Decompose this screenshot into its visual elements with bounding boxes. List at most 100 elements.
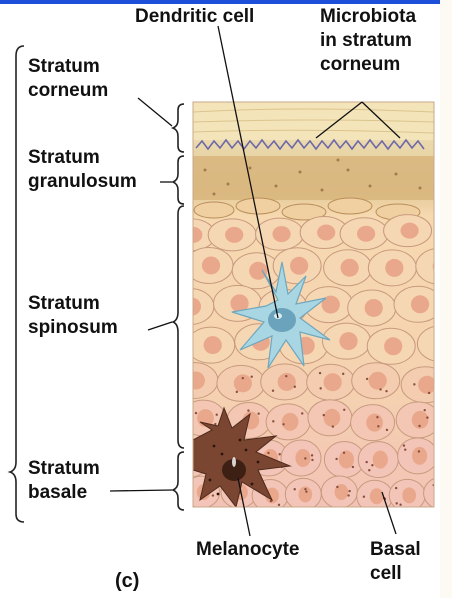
melanin-granule (304, 488, 306, 490)
cell-nucleus (295, 449, 310, 467)
cell-nucleus (341, 259, 359, 277)
label-microbiota: Microbiota in stratum corneum (320, 6, 421, 75)
melanin-granule (278, 504, 280, 506)
melanin-granule (216, 414, 218, 416)
melanin-granule (272, 390, 274, 392)
melanin-granule (335, 458, 337, 460)
cell-nucleus (366, 414, 383, 432)
melanin-granule (251, 376, 253, 378)
melanin-granule (304, 457, 306, 459)
melanin-granule (376, 416, 378, 418)
melanin-granule (437, 380, 439, 382)
cell-nucleus (183, 298, 201, 316)
melanin-granule (257, 412, 259, 414)
melanin-granule (395, 487, 397, 489)
melanin-granule (385, 390, 387, 392)
cell-nucleus (402, 487, 416, 503)
cell-nucleus (272, 226, 290, 242)
melanin-granule (272, 420, 274, 422)
label-stratum-basale: Stratum basale (28, 458, 105, 503)
label-stratum-granulosum: Stratum granulosum (28, 147, 137, 192)
basale-leader (110, 490, 172, 491)
melanin-granule (403, 444, 405, 446)
melanin-granule (424, 409, 426, 411)
melanin-granule (428, 392, 430, 394)
cell-nucleus (385, 259, 403, 277)
melanin-granule (418, 450, 420, 452)
cell-nucleus (400, 223, 418, 239)
melanin-granule (188, 452, 190, 454)
corneum-leader (138, 98, 172, 126)
melanin-granule (319, 372, 321, 374)
melanin-granule (368, 469, 370, 471)
melanin-granule (190, 485, 192, 487)
melanin-granule (404, 448, 406, 450)
epidermis-bracket (10, 46, 24, 522)
melanin-granule (377, 425, 379, 427)
melanin-granule (278, 453, 280, 455)
melanin-granule (323, 414, 325, 416)
label-dendritic-cell: Dendritic cell (135, 6, 254, 27)
melanin-granule (187, 462, 189, 464)
melanin-granule (247, 409, 249, 411)
melanin-granule (386, 429, 388, 431)
melanin-granule (184, 371, 186, 373)
melanin-granule (352, 466, 354, 468)
melanin-granule (399, 504, 401, 506)
cell-nucleus (187, 372, 205, 390)
granulosum-brace (173, 156, 184, 204)
cell-nucleus (202, 256, 220, 274)
panel-letter: (c) (115, 570, 139, 592)
melanin-granule (396, 502, 398, 504)
cell-nucleus (204, 336, 222, 354)
cell-nucleus (339, 332, 357, 350)
stratum-granulosum-layer (193, 156, 434, 200)
melanin-granule (311, 459, 313, 461)
melanin-granule (212, 494, 214, 496)
melanin-granule (348, 490, 350, 492)
label-stratum-spinosum: Stratum spinosum (28, 293, 118, 338)
cell-nucleus (411, 295, 429, 313)
melanin-granule (242, 377, 244, 379)
cell-nucleus (317, 224, 335, 240)
cell-nucleus (339, 451, 354, 469)
melanin-granule (186, 374, 188, 376)
cell-nucleus (282, 413, 299, 431)
melanin-granule (365, 461, 367, 463)
tissue-block (166, 102, 452, 512)
melanin-granule (195, 412, 197, 414)
basale-brace (173, 452, 184, 510)
melanin-granule (332, 425, 334, 427)
corneum-brace (173, 104, 184, 152)
melanin-granule (267, 452, 269, 454)
melanin-granule (319, 387, 321, 389)
cell-nucleus (412, 447, 427, 465)
melanin-granule (311, 454, 313, 456)
melanin-granule (363, 495, 365, 497)
cell-nucleus (249, 262, 267, 280)
melanin-granule (236, 391, 238, 393)
label-basal-cell: Basal cell (370, 539, 426, 584)
cell-nucleus (365, 299, 383, 317)
melanin-granule (413, 383, 415, 385)
melanin-granule (294, 386, 296, 388)
cell-nucleus (324, 409, 341, 427)
melanin-granule (305, 490, 307, 492)
melanin-granule (285, 375, 287, 377)
spinosum-brace (173, 206, 184, 448)
melanin-granule (343, 409, 345, 411)
melanin-granule (379, 388, 381, 390)
melanin-granule (426, 416, 428, 418)
melanin-granule (418, 425, 420, 427)
cell-nucleus (384, 337, 402, 355)
melanin-granule (371, 464, 373, 466)
cell-nucleus (290, 257, 308, 275)
spinosum-cell (166, 289, 214, 325)
cell-nucleus (357, 226, 375, 242)
melanin-granule (301, 412, 303, 414)
cell-nucleus (370, 488, 384, 504)
melanin-granule (343, 452, 345, 454)
cell-nucleus (225, 227, 243, 243)
melanin-granule (347, 494, 349, 496)
